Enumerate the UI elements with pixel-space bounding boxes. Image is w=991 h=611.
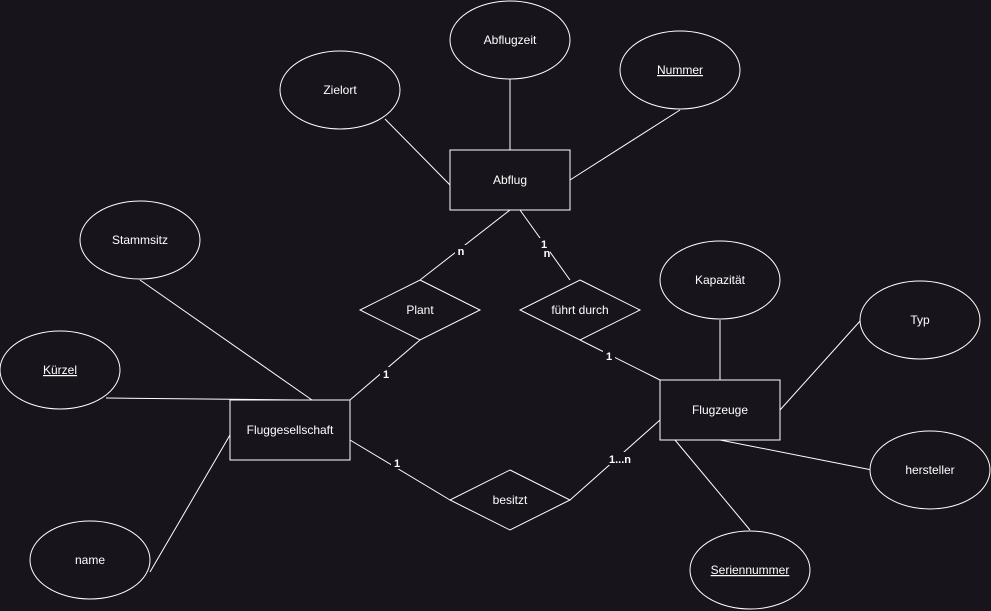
link-name-fluggesellschaft (149, 434, 231, 573)
link-typ-flugzeuge (779, 319, 862, 411)
link-flugzeuge-fuehrt-durch (579, 339, 661, 381)
cardinality-abflug-fuehrt-extra: 1 (541, 239, 547, 251)
attribute-label: Stammsitz (112, 233, 168, 247)
attribute-seriennummer[interactable]: Seriennummer (689, 530, 811, 610)
cardinality-fluggesellschaft-besitzt: 1 (394, 458, 400, 470)
entity-label: Fluggesellschaft (247, 423, 334, 437)
link-hersteller-flugzeuge (719, 439, 873, 471)
relationship-besitzt[interactable]: besitzt (448, 469, 572, 531)
entity-label: Abflug (493, 173, 527, 187)
attribute-label: hersteller (905, 463, 954, 477)
cardinality-abflug-plant: n (458, 246, 465, 258)
attribute-label: Zielort (323, 83, 357, 97)
attribute-hersteller[interactable]: hersteller (869, 430, 991, 510)
attribute-kapazitaet[interactable]: Kapazität (659, 240, 781, 320)
link-zielort-abflug (384, 118, 451, 186)
attribute-name[interactable]: name (29, 520, 151, 600)
cardinality-labels: n 1 n 1 1 1 1...n (380, 238, 634, 470)
relationship-plant[interactable]: Plant (358, 279, 482, 341)
entity-fluggesellschaft[interactable]: Fluggesellschaft (229, 399, 351, 461)
attribute-key-label: Nummer (657, 63, 703, 77)
link-nummer-abflug (569, 109, 681, 181)
cardinality-fluggesellschaft-plant: 1 (383, 369, 389, 381)
attribute-abflugzeit[interactable]: Abflugzeit (449, 0, 571, 80)
attribute-typ[interactable]: Typ (859, 280, 981, 360)
attribute-stammsitz[interactable]: Stammsitz (79, 200, 201, 280)
attribute-key-label: Kürzel (43, 363, 77, 377)
cardinality-abflug-fuehrt-durch: n (544, 248, 551, 260)
link-stammsitz-fluggesellschaft (139, 279, 313, 401)
attribute-nummer[interactable]: Nummer (619, 30, 741, 110)
relationship-label: führt durch (551, 303, 608, 317)
attribute-label: name (75, 553, 105, 567)
attribute-links (105, 79, 873, 573)
attribute-zielort[interactable]: Zielort (279, 50, 401, 130)
relationship-label: besitzt (493, 493, 528, 507)
attribute-label: Kapazität (695, 273, 746, 287)
entity-label: Flugzeuge (692, 403, 748, 417)
attribute-kuerzel[interactable]: Kürzel (0, 330, 121, 410)
attribute-label: Typ (910, 313, 930, 327)
link-fluggesellschaft-besitzt (349, 439, 451, 501)
entity-abflug[interactable]: Abflug (449, 149, 571, 211)
attribute-key-label: Seriennummer (711, 563, 790, 577)
cardinality-flugzeuge-fuehrt-durch: 1 (606, 351, 612, 363)
entity-flugzeuge[interactable]: Flugzeuge (659, 379, 781, 441)
relationship-label: Plant (406, 303, 434, 317)
link-seriennummer-flugzeuge (674, 439, 751, 531)
attribute-label: Abflugzeit (484, 33, 537, 47)
cardinality-flugzeuge-besitzt: 1...n (609, 454, 631, 466)
relationship-fuehrt-durch[interactable]: führt durch (518, 279, 642, 341)
